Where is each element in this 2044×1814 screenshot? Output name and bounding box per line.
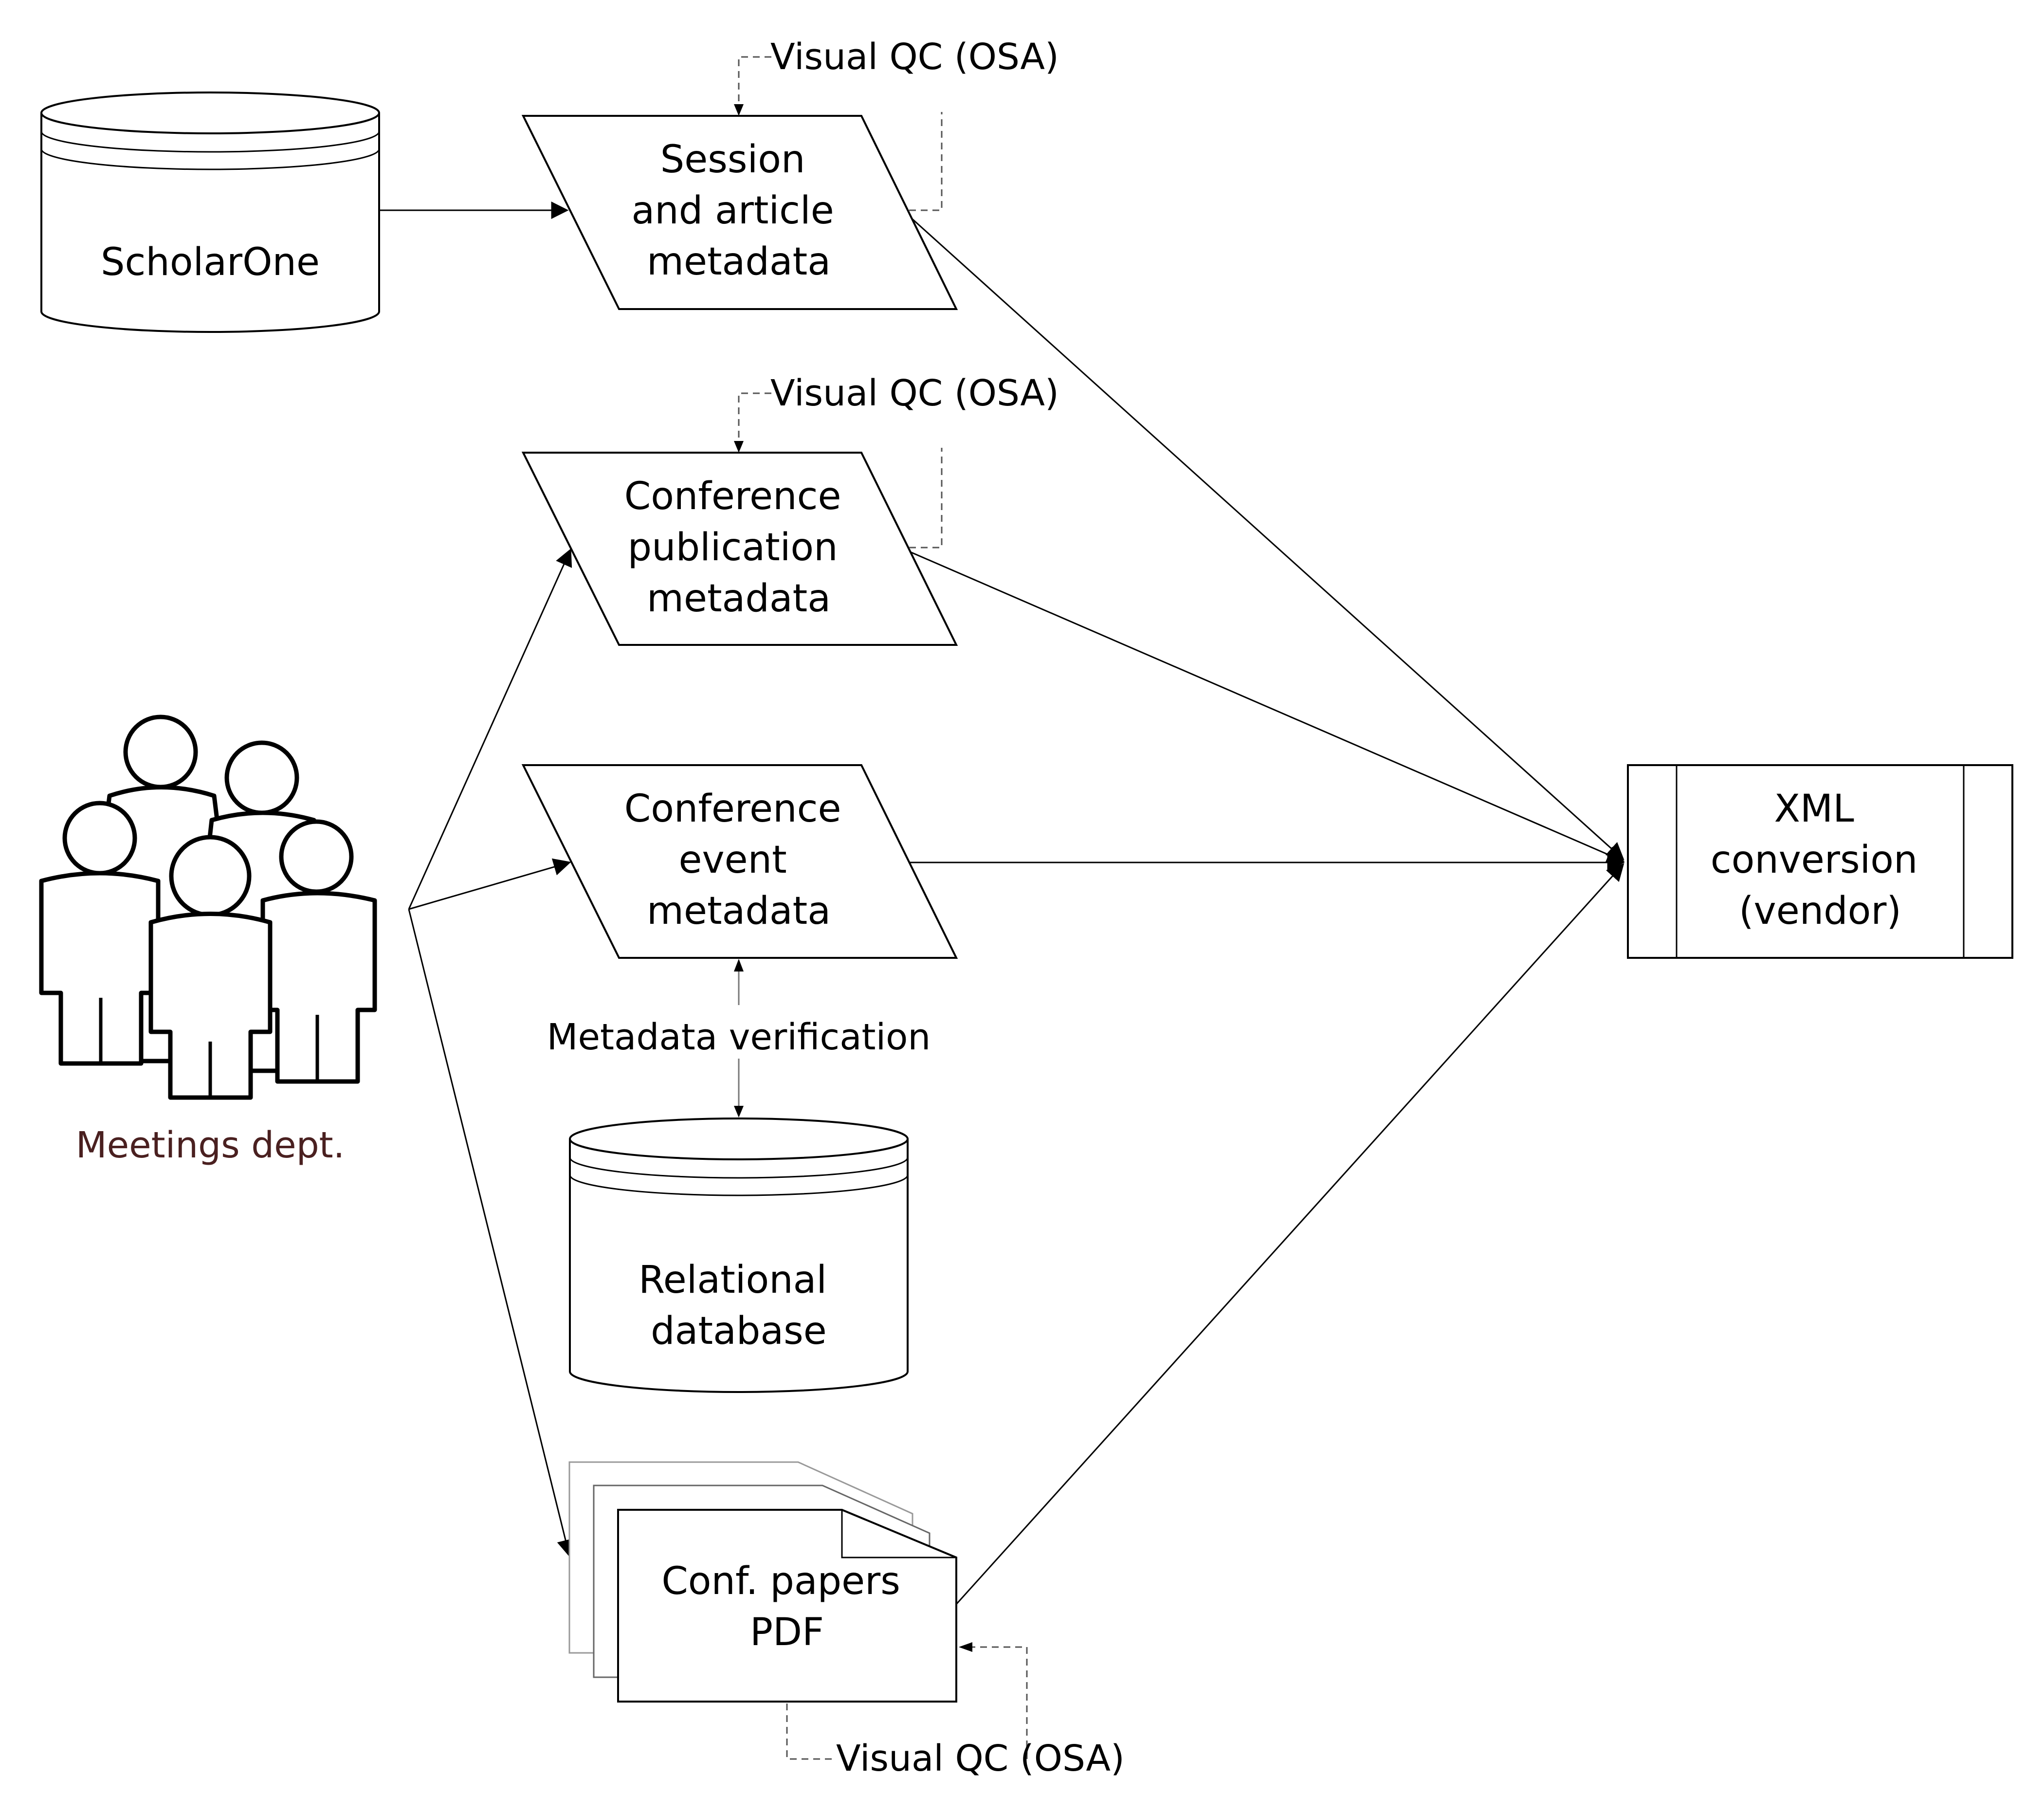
meetings-dept-label: Meetings dept. [76,1124,345,1166]
edge-conf-papers-to-xml [955,863,1624,1605]
xml-conversion-label: XML conversion (vendor) [1711,787,1930,933]
session-metadata-node: Session and article metadata [521,115,958,310]
connectors [377,202,1625,1605]
relational-database-label: Relational database [639,1258,839,1353]
scholarone-database: ScholarOne [40,92,380,333]
qc-pub-loop: Visual QC (OSA) [734,372,1059,549]
scholarone-label: ScholarOne [101,240,320,284]
edge-meetings-to-conf-pub [408,548,572,910]
conf-event-metadata-label: Conference event metadata [624,787,854,933]
conf-papers-node: Conf. papers PDF [568,1461,957,1703]
edge-conf-pub-to-xml [909,550,1625,863]
conf-event-metadata-node: Conference event metadata [521,764,958,959]
conf-pub-metadata-node: Conference publication metadata [521,452,958,646]
conf-pub-metadata-label: Conference publication metadata [624,475,854,621]
qc-session-loop: Visual QC (OSA) [734,36,1059,211]
relational-database: Relational database [569,1118,909,1393]
xml-conversion-node: XML conversion (vendor) [1627,764,2013,959]
qc-papers-loop: Visual QC (OSA) [786,1642,1125,1779]
metadata-verification-label: Metadata verification [547,1016,931,1058]
qc-pub-label: Visual QC (OSA) [770,372,1059,414]
qc-papers-label: Visual QC (OSA) [836,1738,1125,1779]
edge-meetings-to-conf-papers [408,909,574,1557]
people-group-icon [39,715,377,1100]
session-metadata-label: Session and article metadata [632,138,846,284]
edge-session-to-xml [908,215,1624,861]
edge-meetings-to-conf-event [408,858,571,910]
qc-session-label: Visual QC (OSA) [770,36,1059,78]
metadata-verification-link: Metadata verification [547,959,931,1118]
conf-papers-label: Conf. papers PDF [661,1559,912,1654]
